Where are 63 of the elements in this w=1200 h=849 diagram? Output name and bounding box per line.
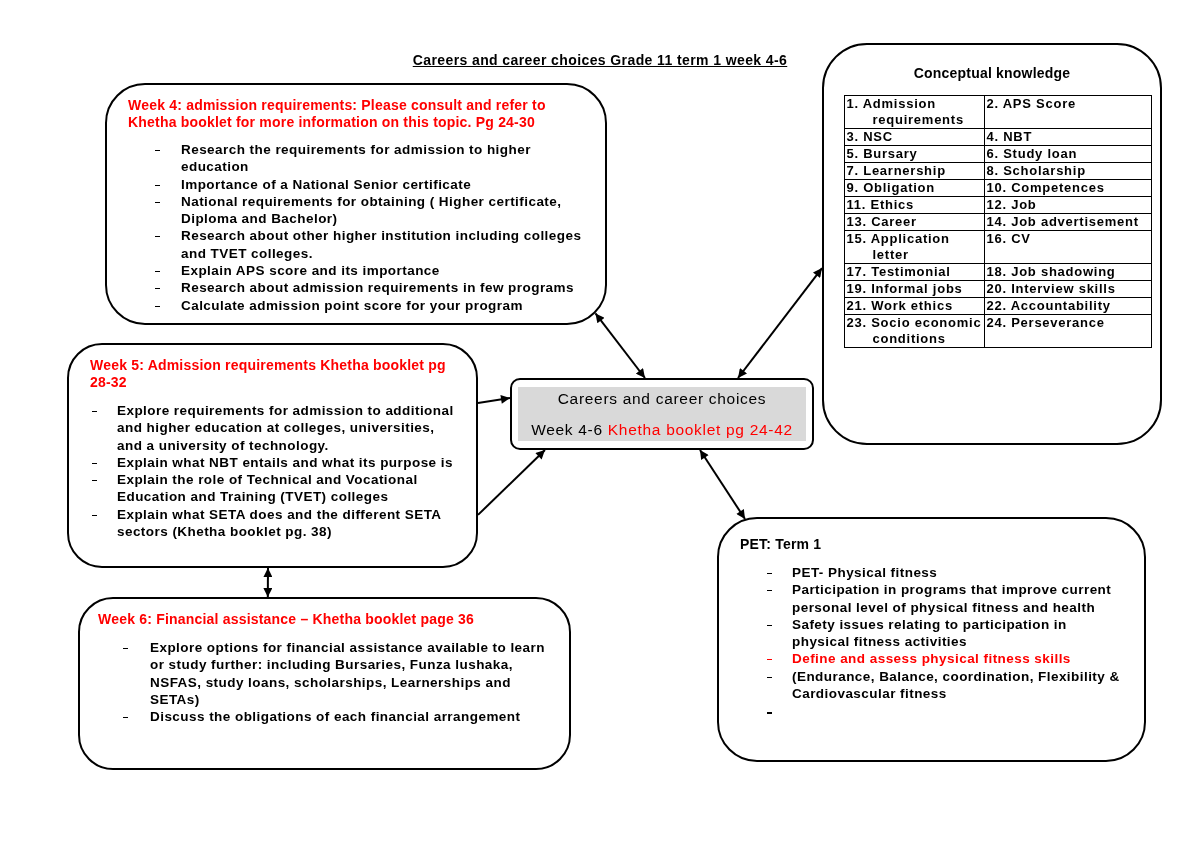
double-arrow [263,567,273,598]
table-cell: 10. Competences [984,179,1151,196]
bullet-point: Explain APS score and its importance [155,262,592,280]
booklet-reference: Khetha booklet pg 24-42 [607,421,793,438]
table-cell: 2. APS Score [984,95,1151,128]
double-arrow [699,449,746,520]
topic-box [67,343,478,568]
table-cell: 4. NBT [984,128,1151,145]
table-cell: 13. Career [844,213,984,230]
topic-title: Careers and career choices [557,390,767,407]
box-heading: Week 4: admission requirements: Please consult and refer to Khetha booklet for more information on this topic. Pg 24-30 [128,97,547,131]
table-cell: 21. Work ethics [844,297,984,314]
week-label: Week 4-6 [531,421,603,438]
box-heading: Week 6: Financial assistance – Khetha booklet page 36 [98,611,476,628]
table-cell: 17. Testimonial [844,263,984,280]
bullet-point: (Endurance, Balance, coordination, Flexibility & Cardiovascular fitness [767,667,1123,703]
bullet-point: Safety issues relating to participation in physical fitness activities [767,615,1123,651]
bullet-point: Explain the role of Technical and Vocational Education and Training (TVET) colleges [92,471,454,506]
topic-box [717,517,1146,762]
bullet-point: Define and assess physical fitness skills [767,650,1123,668]
box-heading: PET: Term 1 [740,536,823,553]
bullet-point: Explain what NBT entails and what its purpose is [92,453,454,472]
bullet-point: PET- Physical fitness [767,564,1123,582]
table-cell: 3. NSC [844,128,984,145]
double-arrow [594,312,646,379]
bullet-point: National requirements for obtaining ( Higher certificate, Diploma and Bachelor) [155,192,592,228]
box-heading: Week 5: Admission requirements Khetha booklet pg 28-32 [90,357,447,391]
box-heading: Conceptual knowledge [912,65,1072,82]
bullet-point: Research about admission requirements in few programs [155,279,592,297]
bullet-point: Research about other higher institution including colleges and TVET colleges. [155,227,592,263]
topic-box [105,83,607,325]
table-cell: 18. Job shadowing [984,263,1151,280]
bullet-point: Explore options for financial assistance available to learn or study further: including Bursaries, Funza lushaka, NSFAS, study loans, scholarships, Learnerships and SETAs) [123,639,550,709]
double-arrow [737,267,823,379]
table-cell: 23. Socio economic conditions [844,314,984,347]
table-cell: 19. Informal jobs [844,280,984,297]
table-cell: 7. Learnership [844,162,984,179]
table-cell: 14. Job advertisement [984,213,1151,230]
table-cell: 5. Bursary [844,145,984,162]
table-cell: 24. Perseverance [984,314,1151,347]
bullet-point: Explain what SETA does and the different SETA sectors (Khetha booklet pg. 38) [92,505,454,541]
concept-box [822,43,1162,445]
arrow [477,449,546,516]
table-cell: 22. Accountability [984,297,1151,314]
bullet-point: Calculate admission point score for your program [155,296,592,314]
table-cell: 8. Scholarship [984,162,1151,179]
table-cell: 9. Obligation [844,179,984,196]
table-cell: 16. CV [984,230,1151,263]
central-box [510,378,814,450]
table-cell: 11. Ethics [844,196,984,213]
arrow [477,395,511,405]
bullet-point: Participation in programs that improve current personal level of physical fitness and health [767,581,1123,616]
bullet-point: Research the requirements for admission to higher education [155,141,592,176]
page-title: Careers and career choices Grade 11 term 1 week 4-6 [412,52,788,68]
table-cell: 1. Admission requirements [844,95,984,128]
topic-box [78,597,571,770]
table-cell: 20. Interview skills [984,280,1151,297]
table-cell: 12. Job [984,196,1151,213]
bullet-point: Explore requirements for admission to additional and higher education at colleges, universities, and a university of technology. [92,402,454,454]
table-cell: 15. Application letter [844,230,984,263]
bullet-point: Importance of a National Senior certificate [155,175,592,193]
bullet-point: Discuss the obligations of each financial arrangement [123,708,550,726]
table-cell: 6. Study loan [984,145,1151,162]
